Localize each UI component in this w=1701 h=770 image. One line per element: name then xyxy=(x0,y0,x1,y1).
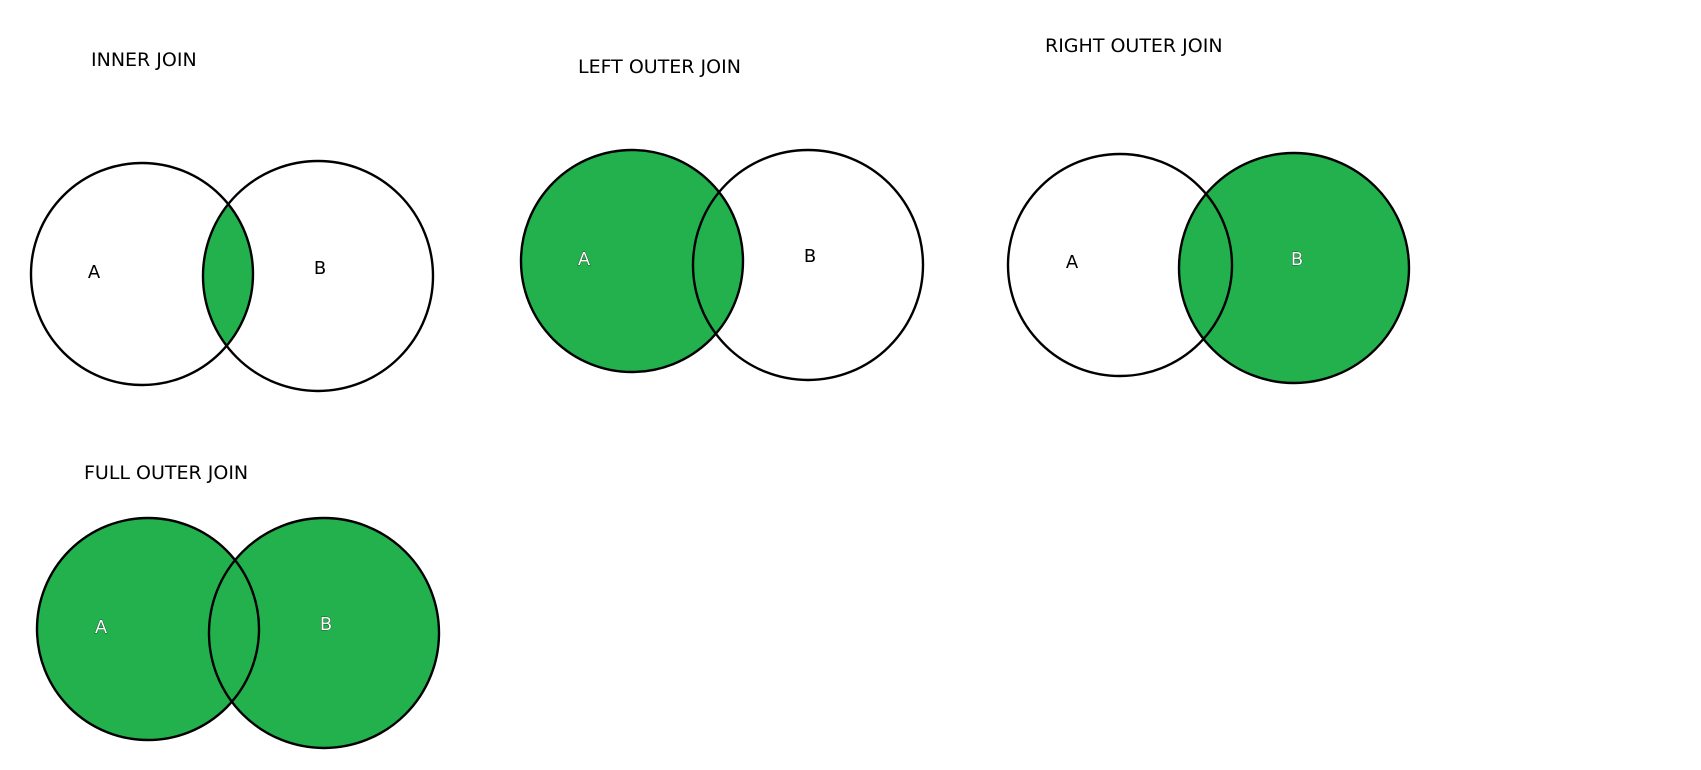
full-outer-join-b-fill xyxy=(209,518,439,748)
inner-join-title: INNER JOIN xyxy=(91,49,197,71)
inner-join-label-a: A xyxy=(88,262,101,283)
right-outer-join-title: RIGHT OUTER JOIN xyxy=(1045,35,1223,57)
full-outer-join-a-fill xyxy=(37,518,259,740)
left-outer-join-label-a: A xyxy=(578,249,591,270)
left-outer-join-circle-a xyxy=(519,148,745,374)
inner-join-label-b: B xyxy=(314,258,326,279)
right-outer-join-circle-a xyxy=(1006,152,1234,378)
full-outer-join-circle-a xyxy=(35,516,261,742)
right-outer-join-label-a: A xyxy=(1066,252,1079,273)
left-outer-join-circle-b xyxy=(691,148,925,382)
right-outer-join-circle-b xyxy=(1177,151,1411,385)
full-outer-join-label-a: A xyxy=(95,617,108,638)
inner-join-circle-b xyxy=(201,159,435,393)
right-outer-join-b-fill xyxy=(1179,153,1409,383)
right-outer-join-diagram: RIGHT OUTER JOIN A B xyxy=(1006,35,1411,385)
full-outer-join-diagram: FULL OUTER JOIN A B xyxy=(35,462,441,750)
right-outer-join-label-b: B xyxy=(1291,249,1303,270)
left-outer-join-diagram: LEFT OUTER JOIN A B xyxy=(519,56,925,382)
inner-join-circle-a xyxy=(29,161,255,387)
left-outer-join-a-fill xyxy=(521,150,743,372)
full-outer-join-title: FULL OUTER JOIN xyxy=(84,462,248,484)
left-outer-join-title: LEFT OUTER JOIN xyxy=(578,56,741,78)
full-outer-join-label-b: B xyxy=(320,614,332,635)
full-outer-join-circle-b xyxy=(207,516,441,750)
inner-join-diagram: INNER JOIN A B xyxy=(29,49,435,393)
left-outer-join-label-b: B xyxy=(804,246,816,267)
